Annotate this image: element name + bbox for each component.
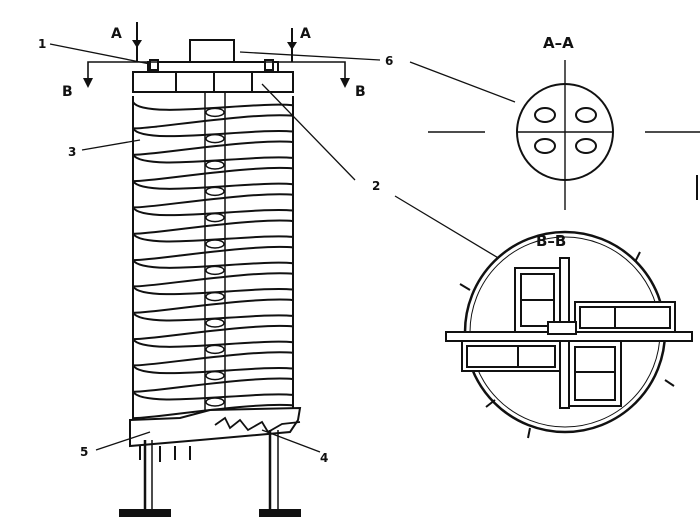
leader-lines (49, 43, 516, 453)
spiral-slot (205, 397, 225, 407)
spiral-slot (205, 239, 225, 249)
spiral-slot (205, 265, 225, 276)
spiral-slot (205, 107, 225, 118)
spiral-slot (205, 133, 225, 144)
spiral-slot (205, 186, 225, 197)
top-distributor (132, 39, 294, 93)
label-part-4: 4 (320, 451, 328, 465)
label-part-3: 3 (68, 145, 76, 159)
spiral-slot (205, 291, 225, 302)
label-section-a-right: A (300, 26, 311, 42)
label-section-b-right: B (355, 84, 366, 100)
bottom-collector (129, 406, 302, 462)
spiral-slot (205, 370, 225, 381)
support-legs (119, 430, 301, 517)
spiral-chute (132, 96, 294, 420)
section-line-aa (132, 22, 297, 62)
bb-section-view (445, 230, 693, 439)
label-part-5: 5 (80, 445, 88, 459)
central-column (204, 92, 226, 418)
label-part-6: 6 (385, 54, 393, 68)
spiral-slot (205, 318, 225, 328)
view-title-aa: A–A (543, 34, 574, 52)
label-section-a-left: A (111, 26, 122, 42)
view-title-bb: B–B (536, 232, 566, 250)
spiral-slot (205, 212, 225, 223)
spiral-slot (205, 344, 225, 355)
section-line-bb (83, 61, 350, 88)
label-part-2: 2 (372, 179, 380, 193)
aa-section-view (428, 60, 700, 210)
label-part-1: 1 (38, 37, 46, 51)
spiral-slot (205, 160, 225, 170)
label-section-b-left: B (62, 84, 73, 100)
